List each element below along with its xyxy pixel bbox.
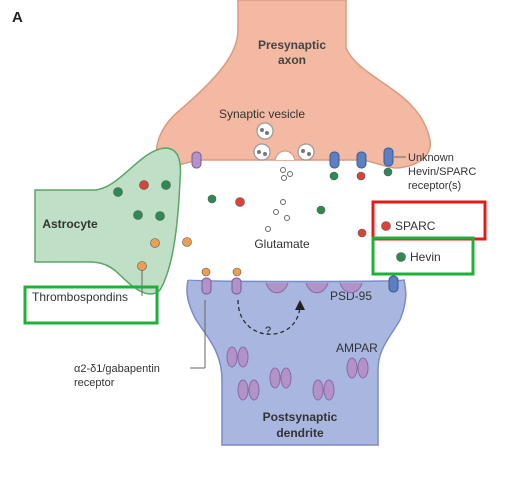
hevin-dot <box>113 187 123 197</box>
panel-label: A <box>12 9 23 26</box>
synaptic-vesicle <box>256 122 274 140</box>
hevin-dot <box>207 194 217 204</box>
hevin-sparc-receptor <box>383 147 394 167</box>
psd95-label: PSD-95 <box>330 289 372 303</box>
hevin-dot <box>316 205 326 215</box>
thrombospondin-dot <box>201 267 211 277</box>
question-mark: ? <box>265 325 271 337</box>
hevin-sparc-receptor <box>356 151 367 169</box>
thrombospondin-dot <box>137 261 147 271</box>
sparc-dot <box>139 180 149 190</box>
thrombospondins-label: Thrombospondins <box>32 290 128 304</box>
astrocyte-label: Astrocyte <box>42 217 98 231</box>
postsynaptic-blue-receptor <box>388 275 399 293</box>
presynaptic-label-1: Presynaptic <box>258 38 326 52</box>
ampar-receptor <box>312 379 335 401</box>
presynaptic-body <box>155 0 431 169</box>
astrocyte: Astrocyte <box>34 147 182 295</box>
hevin-highlight-box <box>371 236 475 276</box>
psd95-protein <box>305 282 329 294</box>
fusion-pore <box>274 150 296 161</box>
synaptic-vesicle <box>297 143 315 161</box>
sparc-dot <box>235 197 245 207</box>
unknown-label-1: Unknown <box>408 152 454 164</box>
hevin-dot <box>133 210 143 220</box>
hevin-label: Hevin <box>410 250 441 264</box>
a2d1-label-2: receptor <box>74 377 115 389</box>
sparc-label: SPARC <box>395 219 436 233</box>
thrombospondin-dot <box>232 267 242 277</box>
synaptic-vesicle-label: Synaptic vesicle <box>219 107 305 121</box>
thrombospondin-dot <box>150 238 160 248</box>
glutamate-label: Glutamate <box>254 237 310 251</box>
thrombospondins-highlight-box <box>23 285 159 325</box>
thrombospondin-dot <box>182 237 192 247</box>
hevin-dot <box>329 171 339 181</box>
unknown-label-2: Hevin/SPARC <box>408 166 476 178</box>
sparc-dot <box>356 171 366 181</box>
synaptic-vesicle <box>253 143 271 161</box>
postsynaptic-dendrite: Postsynaptic dendrite PSD-95 AMPAR ? <box>186 278 407 446</box>
a2d1-receptor <box>201 277 212 295</box>
sparc-legend-icon <box>381 221 391 231</box>
hevin-dot <box>155 211 165 221</box>
hevin-legend-icon <box>396 252 406 262</box>
psd95-protein <box>339 282 363 294</box>
postsynaptic-label-2: dendrite <box>276 426 324 440</box>
a2d1-label-1: α2-δ1/gabapentin <box>74 363 160 375</box>
hevin-dot <box>161 180 171 190</box>
a2d1-receptor <box>231 277 242 295</box>
postsynaptic-body <box>186 278 407 446</box>
ampar-receptor <box>226 346 249 368</box>
arrowhead-icon <box>295 300 305 310</box>
ampar-receptor <box>346 357 369 379</box>
postsynaptic-label-1: Postsynaptic <box>263 410 338 424</box>
sparc-dot <box>357 228 367 238</box>
hevin-dot <box>383 167 393 177</box>
glutamate-molecules <box>265 167 293 232</box>
psd95-protein <box>265 282 289 294</box>
ampar-label: AMPAR <box>336 341 378 355</box>
presynaptic-label-2: axon <box>278 53 306 67</box>
trafficking-arrow <box>237 299 301 335</box>
presynaptic-receptor <box>191 151 202 169</box>
hevin-sparc-receptor <box>329 151 340 169</box>
ampar-receptor <box>237 379 260 401</box>
presynaptic-axon: Presynaptic axon Synaptic vesicle <box>155 0 431 169</box>
ampar-receptor <box>269 367 292 389</box>
unknown-label-3: receptor(s) <box>408 180 461 192</box>
